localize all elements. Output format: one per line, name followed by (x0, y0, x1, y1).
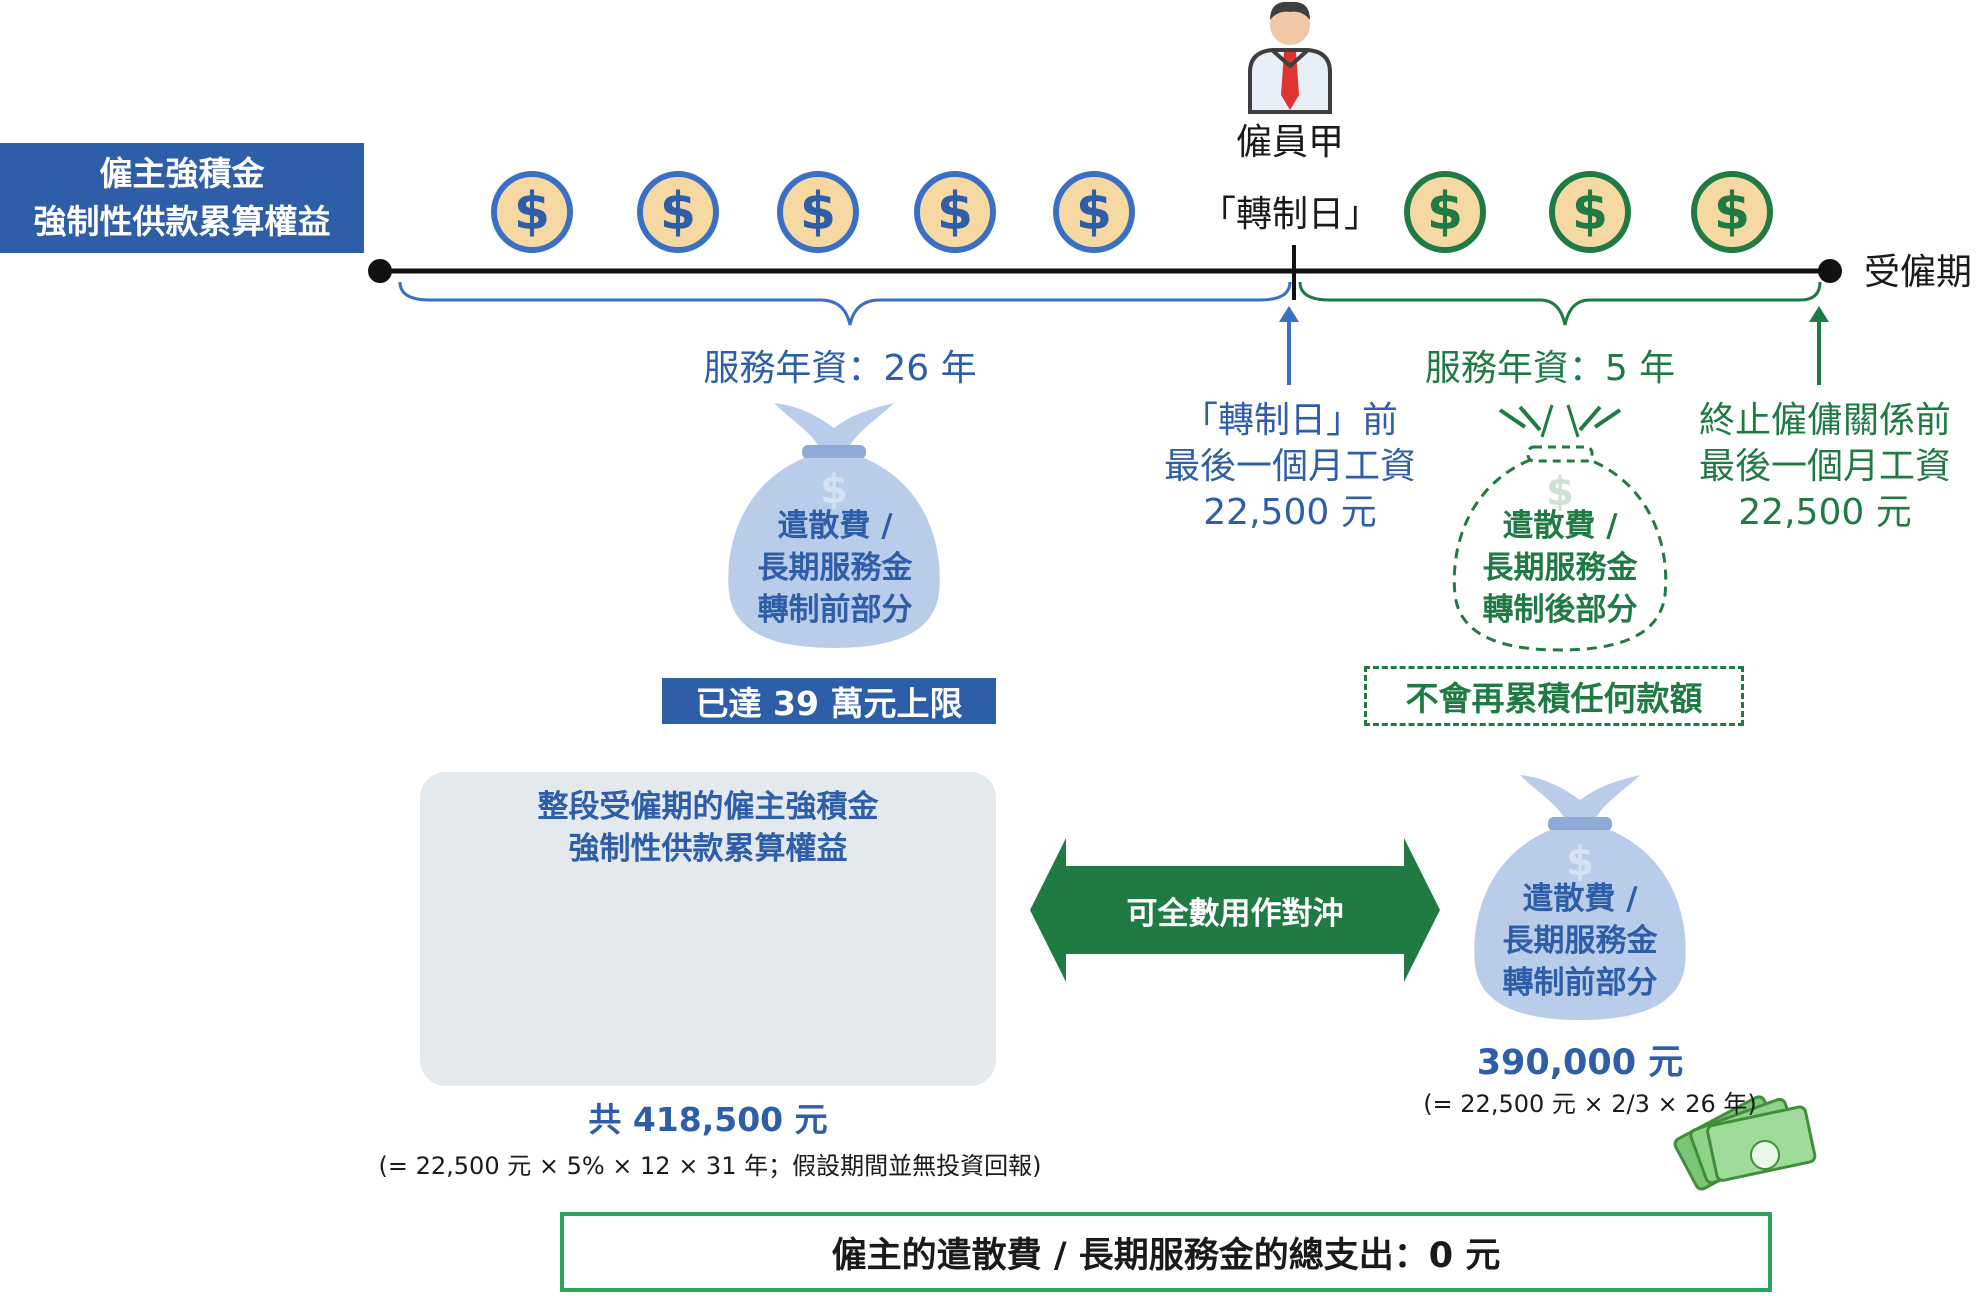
end-label: 受僱期 (1864, 252, 1973, 293)
arrow-up-blue (1279, 306, 1299, 322)
coin-icon (494, 174, 570, 250)
employee-label: 僱員甲 (1235, 122, 1344, 163)
timeline-start-dot (368, 259, 392, 283)
money-bag-dashed-icon: $ (1452, 404, 1668, 652)
coin-icon (640, 174, 716, 250)
result-amount: 390,000 元 (1476, 1043, 1684, 1083)
wage-before: 「轉制日」前 最後一個月工資 22,500 元 (1120, 398, 1460, 536)
no-accrue-box: 不會再累積任何款額 (1364, 666, 1744, 726)
bag-after-line3: 轉制後部分 (1482, 592, 1638, 628)
wage-before-line2: 最後一個月工資 (1163, 446, 1416, 487)
bag-before-line1: 遣散費 / (777, 508, 893, 544)
total-panel (420, 772, 996, 1086)
wage-end: 終止僱傭關係前 最後一個月工資 22,500 元 (1680, 398, 1970, 536)
brace-before (398, 281, 1292, 326)
wage-before-line1: 「轉制日」前 (1181, 400, 1398, 441)
coin-icon (1552, 174, 1628, 250)
bag-result-line1: 遣散費 / (1522, 881, 1638, 917)
wage-end-line2: 最後一個月工資 (1698, 446, 1951, 487)
bag-after-line2: 長期服務金 (1482, 550, 1638, 586)
timeline-end-dot (1818, 259, 1842, 283)
svg-text:$: $ (1546, 469, 1574, 515)
cap-banner: 已達 39 萬元上限 (662, 678, 996, 724)
wage-end-line1: 終止僱傭關係前 (1698, 400, 1951, 441)
service-after: 服務年資：5 年 (1424, 348, 1676, 389)
bag-result-line2: 長期服務金 (1502, 923, 1658, 959)
result-formula: (= 22,500 元 × 2/3 × 26 年) (1423, 1090, 1757, 1118)
coin-icon (780, 174, 856, 250)
coin-icon (1694, 174, 1770, 250)
bag-result-label: 遣散費 / 長期服務金 轉制前部分 (1465, 878, 1695, 1004)
wage-end-line3: 22,500 元 (1738, 492, 1912, 533)
employee-icon (1248, 1, 1332, 114)
coin-icon (1056, 174, 1132, 250)
bag-result-line3: 轉制前部分 (1502, 965, 1658, 1001)
banknotes-icon (1673, 1095, 1817, 1191)
total-panel-line1: 整段受僱期的僱主強積金 (537, 789, 879, 825)
bottom-total-box: 僱主的遣散費 / 長期服務金的總支出：0 元 (560, 1212, 1772, 1292)
service-before: 服務年資：26 年 (703, 348, 977, 389)
total-amount: 共 418,500 元 (588, 1100, 828, 1139)
title-line2: 強制性供款累算權益 (33, 202, 331, 241)
arrow-up-green (1809, 306, 1829, 322)
coin-icon (917, 174, 993, 250)
double-arrow (1030, 838, 1440, 982)
bag-before-label: 遣散費 / 長期服務金 轉制前部分 (720, 505, 950, 631)
bag-before-line2: 長期服務金 (757, 550, 913, 586)
bag-before-line3: 轉制前部分 (757, 592, 913, 628)
total-panel-title: 整段受僱期的僱主強積金 強制性供款累算權益 (420, 786, 996, 870)
conversion-label: 「轉制日」 (1199, 194, 1380, 235)
offset-label: 可全數用作對沖 (1126, 896, 1344, 932)
title-line1: 僱主強積金 (99, 154, 265, 193)
title-box: 僱主強積金 強制性供款累算權益 (0, 143, 364, 253)
total-panel-line2: 強制性供款累算權益 (568, 831, 848, 867)
brace-after (1298, 281, 1822, 326)
bag-after-label: 遣散費 / 長期服務金 轉制後部分 (1445, 505, 1675, 631)
wage-before-line3: 22,500 元 (1203, 492, 1377, 533)
bag-after-line1: 遣散費 / (1502, 508, 1618, 544)
coin-icon (1407, 174, 1483, 250)
total-formula: (= 22,500 元 × 5% × 12 × 31 年；假設期間並無投資回報) (378, 1152, 1042, 1180)
